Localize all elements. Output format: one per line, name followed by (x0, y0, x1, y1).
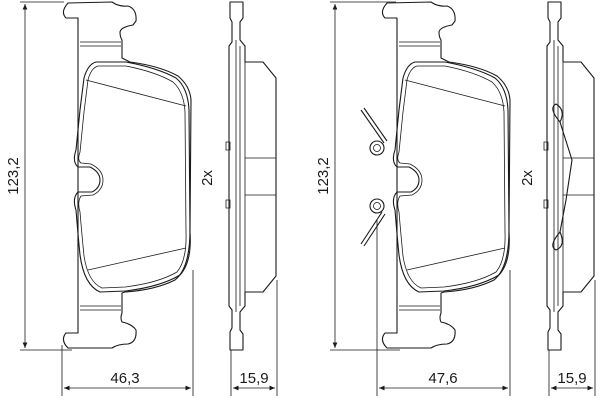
height-label-1: 123,2 (5, 157, 22, 195)
spring-clip-bottom (360, 198, 386, 247)
thickness-dimension-1 (230, 280, 278, 396)
thickness-label-1: 15,9 (239, 370, 268, 387)
width-label-1: 46,3 (110, 370, 139, 387)
side-spring (552, 103, 573, 251)
pad-front-view-2 (381, 1, 511, 349)
width-dimension-1 (61, 270, 194, 396)
width-label-2: 47,6 (428, 370, 457, 387)
pad-side-view-2 (543, 1, 595, 351)
quantity-label-1: 2x (199, 170, 216, 186)
thickness-dimension-2 (548, 280, 596, 396)
height-label-2: 123,2 (315, 157, 332, 195)
width-dimension-2 (376, 220, 511, 396)
pad-side-view-1 (225, 1, 277, 351)
height-dimension-1 (20, 1, 72, 351)
quantity-label-2: 2x (519, 170, 536, 186)
thickness-label-2: 15,9 (557, 370, 586, 387)
height-dimension-2 (330, 1, 400, 351)
spring-clip-top (360, 107, 388, 156)
pad-front-view-1 (62, 1, 192, 349)
